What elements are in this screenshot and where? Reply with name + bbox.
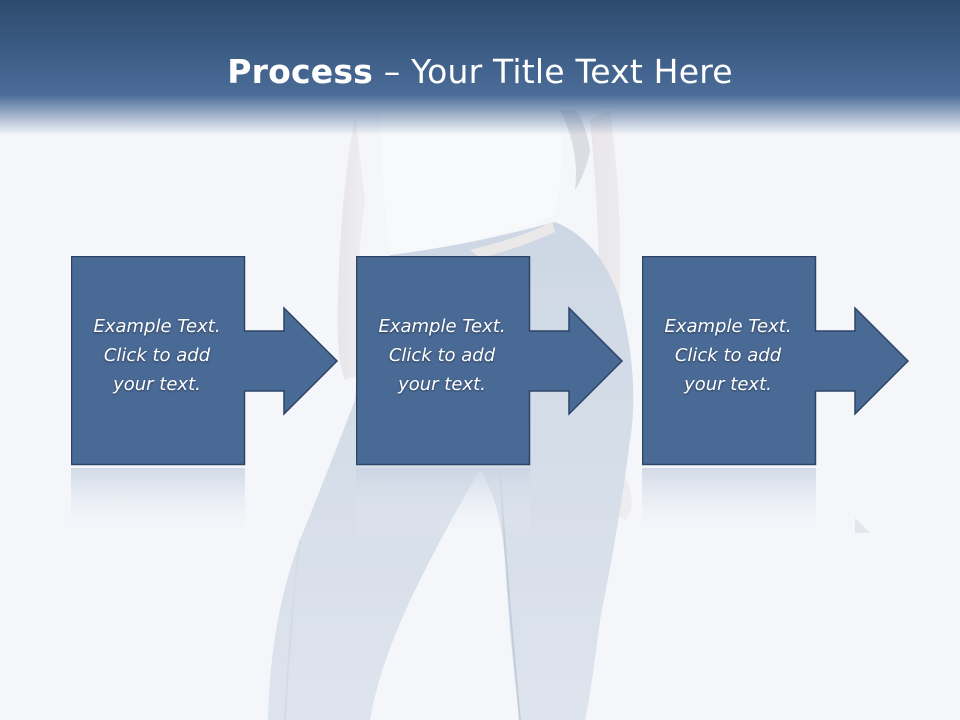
slide-title[interactable]: Process – Your Title Text Here bbox=[0, 52, 960, 91]
step-1-line-3: your text. bbox=[113, 374, 201, 395]
step-3-line-2: Click to add bbox=[674, 345, 782, 366]
step-arrow-shape bbox=[71, 256, 339, 540]
step-2-line-3: your text. bbox=[398, 374, 486, 395]
step-3-line-1: Example Text. bbox=[664, 316, 792, 337]
step-1-line-2: Click to add bbox=[103, 345, 211, 366]
step-3-line-3: your text. bbox=[684, 374, 772, 395]
process-step-1[interactable]: Example Text. Click to add your text. bbox=[71, 256, 416, 546]
title-bold: Process bbox=[227, 52, 374, 91]
step-3-text[interactable]: Example Text. Click to add your text. bbox=[642, 312, 814, 399]
process-step-3[interactable]: Example Text. Click to add your text. bbox=[642, 256, 942, 546]
header-band: Process – Your Title Text Here bbox=[0, 0, 960, 135]
process-step-2[interactable]: Example Text. Click to add your text. bbox=[356, 256, 701, 546]
title-rest: – Your Title Text Here bbox=[373, 52, 733, 91]
step-arrow-shape bbox=[642, 256, 910, 540]
step-2-line-2: Click to add bbox=[388, 345, 496, 366]
step-1-text[interactable]: Example Text. Click to add your text. bbox=[71, 312, 243, 399]
step-arrow-shape bbox=[356, 256, 624, 540]
step-2-line-1: Example Text. bbox=[378, 316, 506, 337]
step-1-line-1: Example Text. bbox=[93, 316, 221, 337]
step-2-text[interactable]: Example Text. Click to add your text. bbox=[356, 312, 528, 399]
